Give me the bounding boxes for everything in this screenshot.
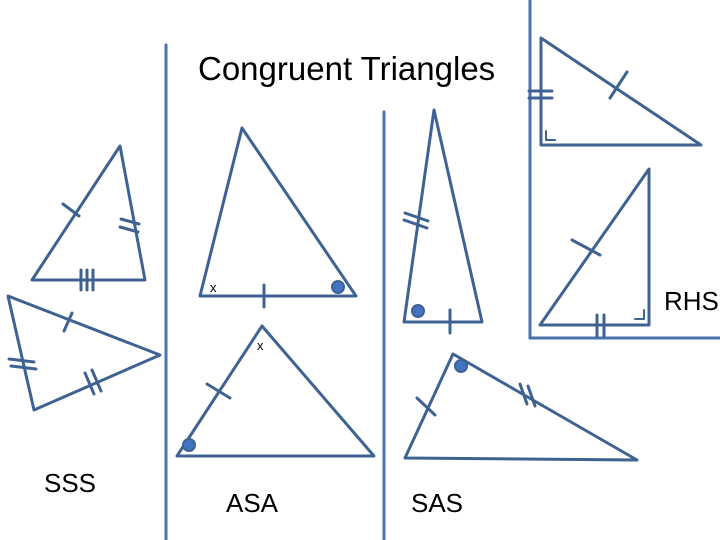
angle-dot [454,359,468,373]
rhs-triangle-2 [538,167,651,327]
page-title: Congruent Triangles [198,50,496,87]
rhs-label: RHS [664,286,719,316]
angle-cross-mark: x [210,280,217,295]
asa-label: ASA [226,488,279,518]
sss-triangle-1 [30,144,147,282]
tick-mark [570,238,602,257]
sss-label: SSS [44,468,97,498]
right-angle-mark [545,130,556,141]
angle-dot [411,304,425,318]
sas-label: SAS [411,488,464,518]
tick-mark [61,202,81,218]
tick-mark [402,218,429,230]
angle-dot [182,438,196,452]
tick-mark [608,70,629,100]
tick-mark [118,225,140,234]
tick-mark [119,217,141,226]
tick-mark [518,382,529,406]
right-angle-mark [634,309,645,320]
tick-mark [9,364,38,371]
tick-mark [83,371,96,396]
tick-mark [7,357,36,364]
angle-dot [331,280,345,294]
sas-triangle-1 [402,108,484,324]
angle-cross-mark: x [257,338,264,353]
asa-triangle-1 [198,126,358,298]
asa-triangle-2 [175,324,376,458]
tick-mark [526,384,537,408]
tick-mark [90,368,103,393]
rhs-triangle-1 [539,36,703,147]
sas-triangle-2 [403,352,639,462]
tick-mark [403,211,430,223]
tick-mark [205,382,232,400]
tick-mark [62,311,74,333]
tick-mark [415,396,437,417]
sss-triangle-2 [6,294,162,412]
